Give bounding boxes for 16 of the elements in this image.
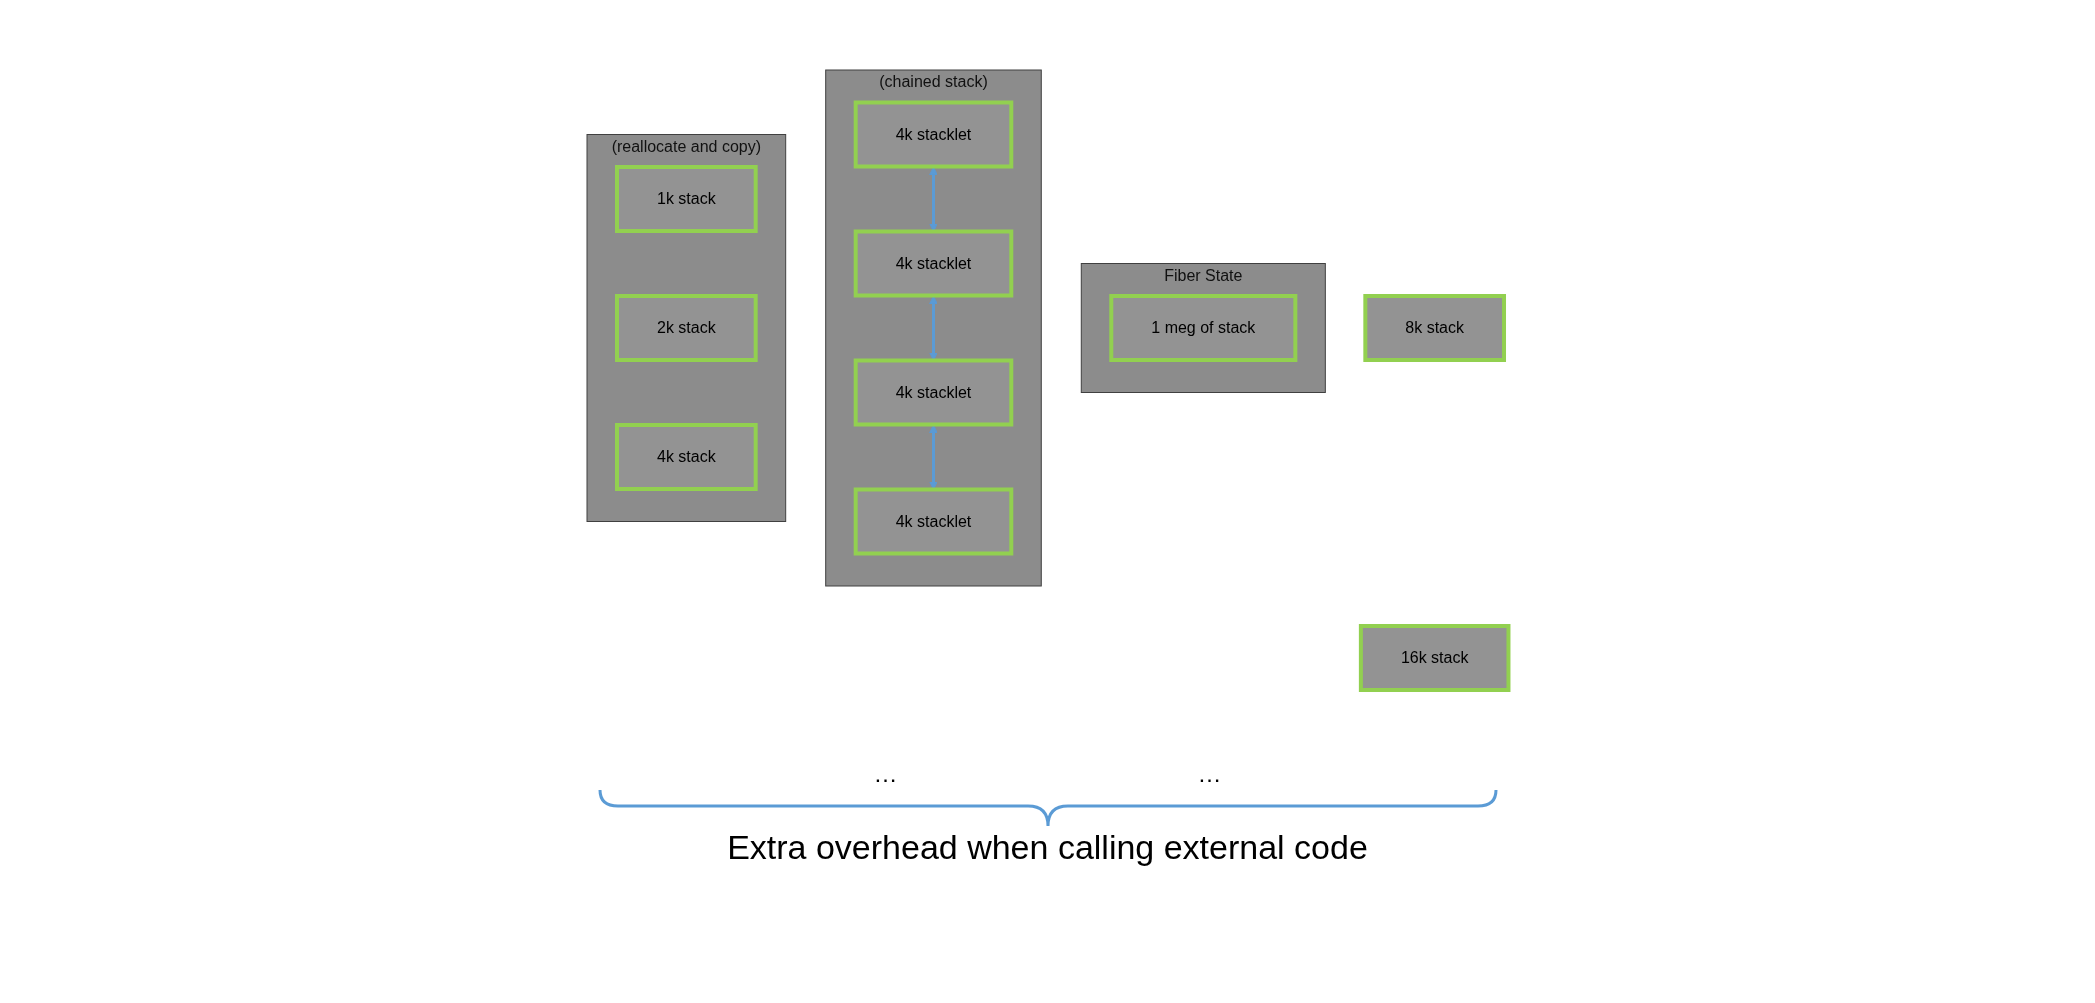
- node-box: 2k stack: [614, 294, 758, 362]
- node-box: 4k stacklet: [853, 358, 1014, 427]
- node-box: 1k stack: [614, 165, 758, 233]
- ellipsis: …: [1197, 760, 1222, 788]
- ellipsis: …: [873, 760, 898, 788]
- node-box: 4k stacklet: [853, 229, 1014, 298]
- node-box: 16k stack: [1358, 624, 1511, 692]
- arrow: [928, 295, 938, 361]
- bracket-caption: Extra overhead when calling external code: [727, 828, 1368, 866]
- arrow: [928, 424, 938, 490]
- node-box: 1 meg of stack: [1109, 294, 1298, 362]
- arrow: [928, 166, 938, 232]
- node-box: 4k stack: [614, 423, 758, 491]
- node-box: 4k stacklet: [853, 487, 1014, 556]
- node-box: 4k stacklet: [853, 100, 1014, 169]
- node-box: 8k stack: [1363, 294, 1506, 362]
